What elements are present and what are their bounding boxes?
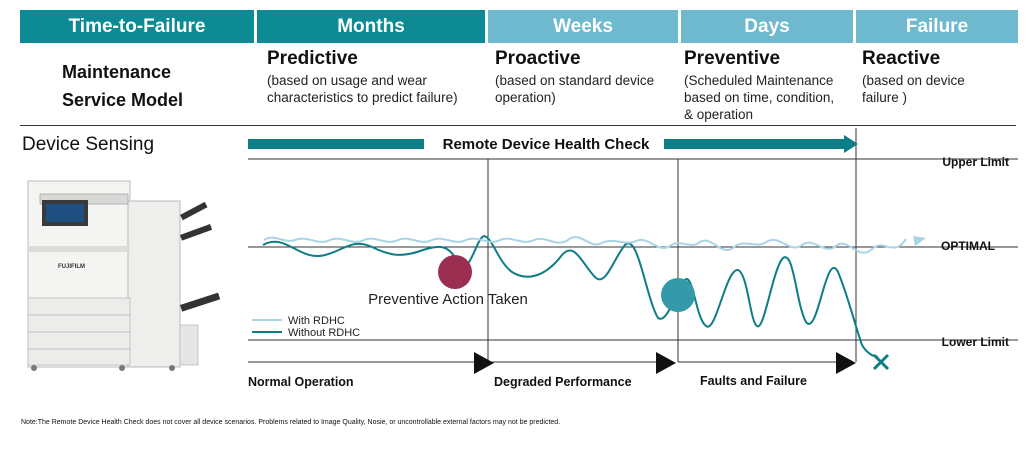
legend-without-label: Without RDHC [288,327,360,339]
phase-normal-label: Normal Operation [248,375,354,389]
header-months-label: Months [337,15,405,37]
rdhc-banner-label: Remote Device Health Check [443,136,650,153]
legend: With RDHC Without RDHC [252,315,360,339]
section-divider [20,125,1016,126]
column-desc: (based on device [862,73,965,88]
optimal-label: OPTIMAL [941,239,995,253]
column-desc: (based on usage and wear [267,73,427,88]
failure-x-icon [872,353,890,371]
fault-detection-marker [661,278,695,312]
timeline-arrow-head [474,352,494,374]
column-desc: operation) [495,90,556,105]
with-rdhc-arrow-head [913,236,926,246]
header-weeks-label: Weeks [553,15,613,37]
header-time-to-failure: Time-to-Failure [20,10,254,43]
header-weeks: Weeks [488,10,678,43]
column-title: Proactive [495,48,581,69]
phase-degraded-label: Degraded Performance [494,375,632,389]
printer-illustration: FUJIFILM [27,180,221,371]
column-desc: (based on standard device [495,73,655,88]
rdhc-arrow-head [844,135,858,153]
header-days-label: Days [744,15,790,37]
column-title: Predictive [267,48,358,69]
printer-brand-label: FUJIFILM [58,264,85,270]
upper-limit-label: Upper Limit [942,155,1009,169]
timeline-arrow-head [836,352,856,374]
preventive-action-label: Preventive Action Taken [368,291,528,308]
column-desc: failure ) [862,90,908,105]
model-label-line-2: Service Model [62,90,184,110]
column-desc: & operation [684,107,754,122]
header-failure-label: Failure [905,15,969,37]
without-rdhc-curve [262,234,879,358]
timeline-arrow-head [656,352,676,374]
footnote: Note:The Remote Device Health Check does… [21,419,561,426]
rdhc-arrow-shaft [664,139,844,149]
rdhc-arrow-shaft [248,139,424,149]
column-preventive: Preventive (Scheduled Maintenance based … [684,48,860,123]
column-predictive: Predictive (based on usage and wear char… [267,48,482,106]
column-title: Preventive [684,48,781,69]
column-title: Reactive [862,48,941,69]
phase-faults-label: Faults and Failure [700,374,807,388]
model-label-line-1: Maintenance [62,62,172,82]
header-failure: Failure [856,10,1018,43]
column-desc: (Scheduled Maintenance [684,73,834,88]
maintenance-service-model-label: Maintenance Service Model [62,58,183,114]
header-months: Months [257,10,485,43]
column-reactive: Reactive (based on device failure ) [862,48,1022,106]
preventive-action-marker [438,255,472,289]
column-proactive: Proactive (based on standard device oper… [495,48,680,106]
header-ttf-label: Time-to-Failure [68,15,206,37]
column-desc: based on time, condition, [684,90,835,105]
header-days: Days [681,10,853,43]
legend-with-label: With RDHC [288,315,345,327]
with-rdhc-curve [263,236,907,254]
device-sensing-label: Device Sensing [22,134,155,155]
column-desc: characteristics to predict failure) [267,90,458,105]
lower-limit-label: Lower Limit [942,335,1009,349]
